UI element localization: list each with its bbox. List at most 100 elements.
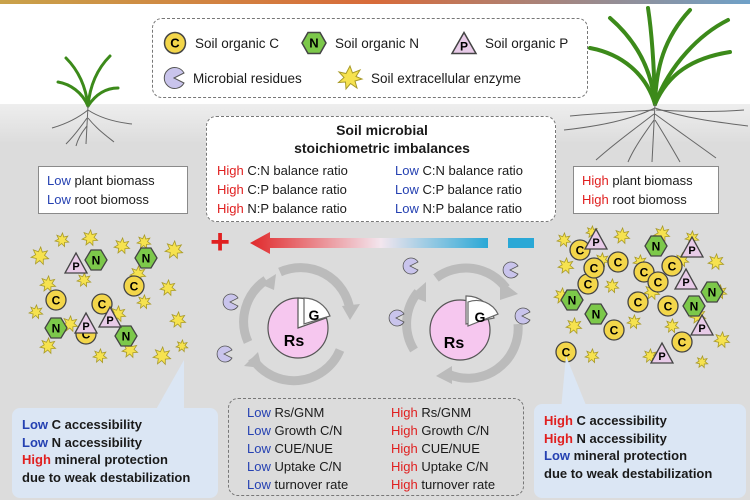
imbalance-title-line1: Soil microbial [336, 122, 428, 138]
carbon-icon: C [647, 271, 669, 293]
svg-text:P: P [460, 40, 468, 54]
g-label: G [475, 309, 486, 325]
left-callout-destabilization: due to weak destabilization [22, 469, 191, 485]
right-callout-c-accessibility: High C accessibility [544, 413, 667, 428]
svg-text:C: C [562, 346, 571, 360]
left-callout-mineral-protection: High mineral protection [22, 452, 168, 467]
phosphorus-icon: P [679, 235, 705, 258]
svg-text:P: P [688, 245, 695, 257]
carbon-icon: C [583, 257, 605, 279]
svg-text:C: C [664, 300, 673, 314]
minus-sign [508, 238, 534, 248]
gradient-arrow: + [210, 223, 534, 261]
residue-icon [402, 257, 419, 275]
residue-icon [514, 307, 531, 325]
svg-text:N: N [592, 308, 601, 322]
legend-carbon-label: Soil organic C [195, 35, 280, 51]
svg-text:C: C [640, 266, 649, 280]
left-callout-pointer [150, 360, 184, 420]
left-root-biomass-line: Low root biomoss [47, 192, 149, 207]
svg-text:C: C [634, 296, 643, 310]
svg-text:N: N [142, 252, 151, 266]
svg-text:C: C [654, 276, 663, 290]
enzyme-icon [557, 256, 575, 275]
phosphorus-icon: P [450, 30, 478, 55]
residue-icon [502, 261, 519, 279]
enzyme-icon [136, 293, 152, 310]
ratio-low-cp: Low C:P balance ratio [395, 182, 522, 197]
svg-text:P: P [106, 315, 113, 327]
enzyme-icon [695, 354, 709, 369]
microbial-cycle-left: G Rs [216, 263, 360, 386]
right-plant-biomass-box: High plant biomass High root biomoss [573, 166, 719, 214]
carbon-icon: C [569, 239, 591, 261]
enzyme-icon [584, 347, 600, 364]
svg-text:C: C [170, 36, 180, 51]
svg-text:N: N [708, 286, 717, 300]
legend-phosphorus-label: Soil organic P [485, 35, 569, 51]
phosphorus-icon: P [649, 341, 675, 364]
nitrogen-icon: N [84, 249, 108, 271]
enzyme-icon [92, 347, 108, 364]
nitrogen-icon: N [44, 317, 68, 339]
carbon-icon: C [603, 319, 625, 341]
enzyme-icon [556, 231, 572, 248]
left-callout-n-accessibility: Low N accessibility [22, 434, 142, 450]
enzyme-icon [613, 226, 631, 245]
svg-text:N: N [309, 36, 318, 51]
carbon-icon: C [671, 331, 693, 353]
legend-phosphorus: P Soil organic P [450, 30, 569, 55]
ratio-high-cn: High C:N balance ratio [217, 163, 348, 178]
enzyme-icon [39, 274, 57, 293]
enzyme-icon [565, 316, 583, 335]
imbalance-box: Soil microbial stoichiometric imbalances… [206, 116, 556, 222]
carbon-icon: C [607, 251, 629, 273]
right-callout-destabilization: due to weak destabilization [544, 465, 713, 481]
left-callout-c-accessibility: Low C accessibility [22, 417, 142, 432]
right-callout-n-accessibility: High N accessibility [544, 430, 667, 446]
microbial-metrics-box: Low Rs/GNM Low Growth C/N Low CUE/NUE Lo… [228, 398, 524, 496]
legend-carbon: C Soil organic C [163, 31, 279, 55]
svg-text:P: P [592, 237, 599, 249]
enzyme-icon [28, 303, 44, 320]
enzyme-icon [30, 245, 50, 266]
svg-text:C: C [98, 298, 107, 312]
enzyme-icon [39, 336, 57, 355]
microbial-residue-icon [163, 67, 185, 89]
svg-text:N: N [92, 254, 101, 268]
residue-icon [388, 309, 405, 327]
low-growth-cn: Low Growth C/N [247, 423, 343, 438]
large-plant-illustration [563, 6, 749, 163]
phosphorus-icon: P [673, 267, 699, 290]
carbon-icon: C [123, 275, 145, 297]
legend-box: C Soil organic C N Soil organic N P Soil… [152, 18, 588, 98]
enzyme-icon [626, 313, 642, 330]
carbon-icon: C [661, 255, 683, 277]
rs-label: Rs [284, 333, 305, 350]
svg-text:C: C [590, 262, 599, 276]
legend-nitrogen: N Soil organic N [301, 31, 419, 55]
enzyme-icon [61, 314, 79, 333]
g-label: G [309, 307, 320, 323]
enzyme-icon [109, 304, 127, 323]
nitrogen-icon: N [114, 325, 138, 347]
legend-residues: Microbial residues [163, 67, 302, 89]
nitrogen-icon: N [134, 247, 158, 269]
enzyme-icon [136, 233, 152, 250]
enzyme-icon [707, 252, 725, 271]
nitrogen-icon: N [682, 295, 706, 317]
rs-label: Rs [444, 335, 465, 352]
nitrogen-icon: N [700, 281, 724, 303]
svg-text:C: C [614, 256, 623, 270]
phosphorus-icon: P [63, 251, 89, 274]
svg-text:P: P [72, 261, 79, 273]
phosphorus-icon: P [689, 313, 715, 336]
nitrogen-icon: N [560, 289, 584, 311]
legend-residues-label: Microbial residues [193, 70, 302, 86]
low-uptake-cn: Low Uptake C/N [247, 459, 342, 474]
svg-text:N: N [52, 322, 61, 336]
svg-text:P: P [658, 351, 665, 363]
right-accessibility-callout: High C accessibility High N accessibilit… [534, 404, 746, 498]
